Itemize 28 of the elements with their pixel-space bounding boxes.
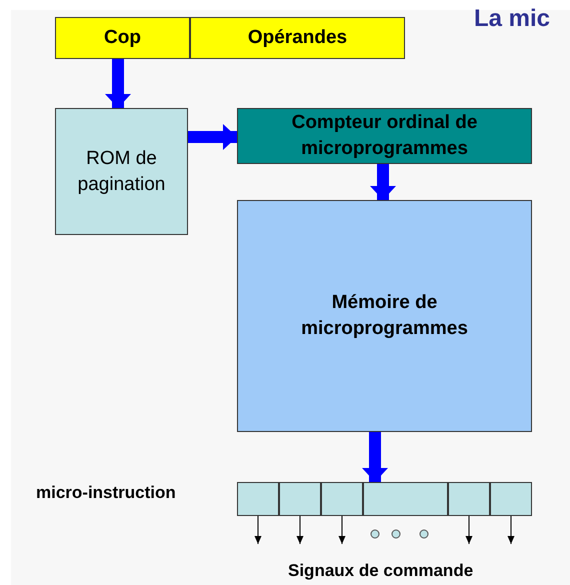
signal-arrow bbox=[508, 516, 514, 544]
slide-title: La mic bbox=[474, 5, 550, 33]
node-label: Cop bbox=[103, 26, 142, 50]
block-arrow bbox=[362, 432, 388, 482]
text-label: Signaux de commande bbox=[288, 561, 474, 581]
block-arrow bbox=[188, 124, 237, 150]
process-box bbox=[55, 108, 188, 235]
text-label: micro-instruction bbox=[36, 483, 176, 503]
instruction-field bbox=[190, 17, 405, 59]
node-label: ROM de pagination bbox=[76, 146, 166, 196]
register-field bbox=[321, 482, 363, 516]
node-label: Opérandes bbox=[246, 26, 348, 50]
register-field bbox=[448, 482, 490, 516]
node-label: Mémoire de microprogrammes bbox=[300, 291, 469, 341]
register-field bbox=[490, 482, 532, 516]
memory-block bbox=[237, 200, 532, 432]
signal-arrow bbox=[466, 516, 472, 544]
block-arrow bbox=[370, 164, 396, 200]
register-field bbox=[363, 482, 448, 516]
node-label: Compteur ordinal de microprogrammes bbox=[290, 111, 478, 161]
signal-arrow bbox=[296, 516, 304, 544]
block-arrow bbox=[105, 59, 131, 108]
signal-arrow bbox=[338, 516, 346, 544]
instruction-field bbox=[55, 17, 190, 59]
register-field bbox=[237, 482, 279, 516]
process-box bbox=[237, 108, 532, 164]
register-field bbox=[279, 482, 321, 516]
signal-arrow bbox=[254, 516, 262, 544]
